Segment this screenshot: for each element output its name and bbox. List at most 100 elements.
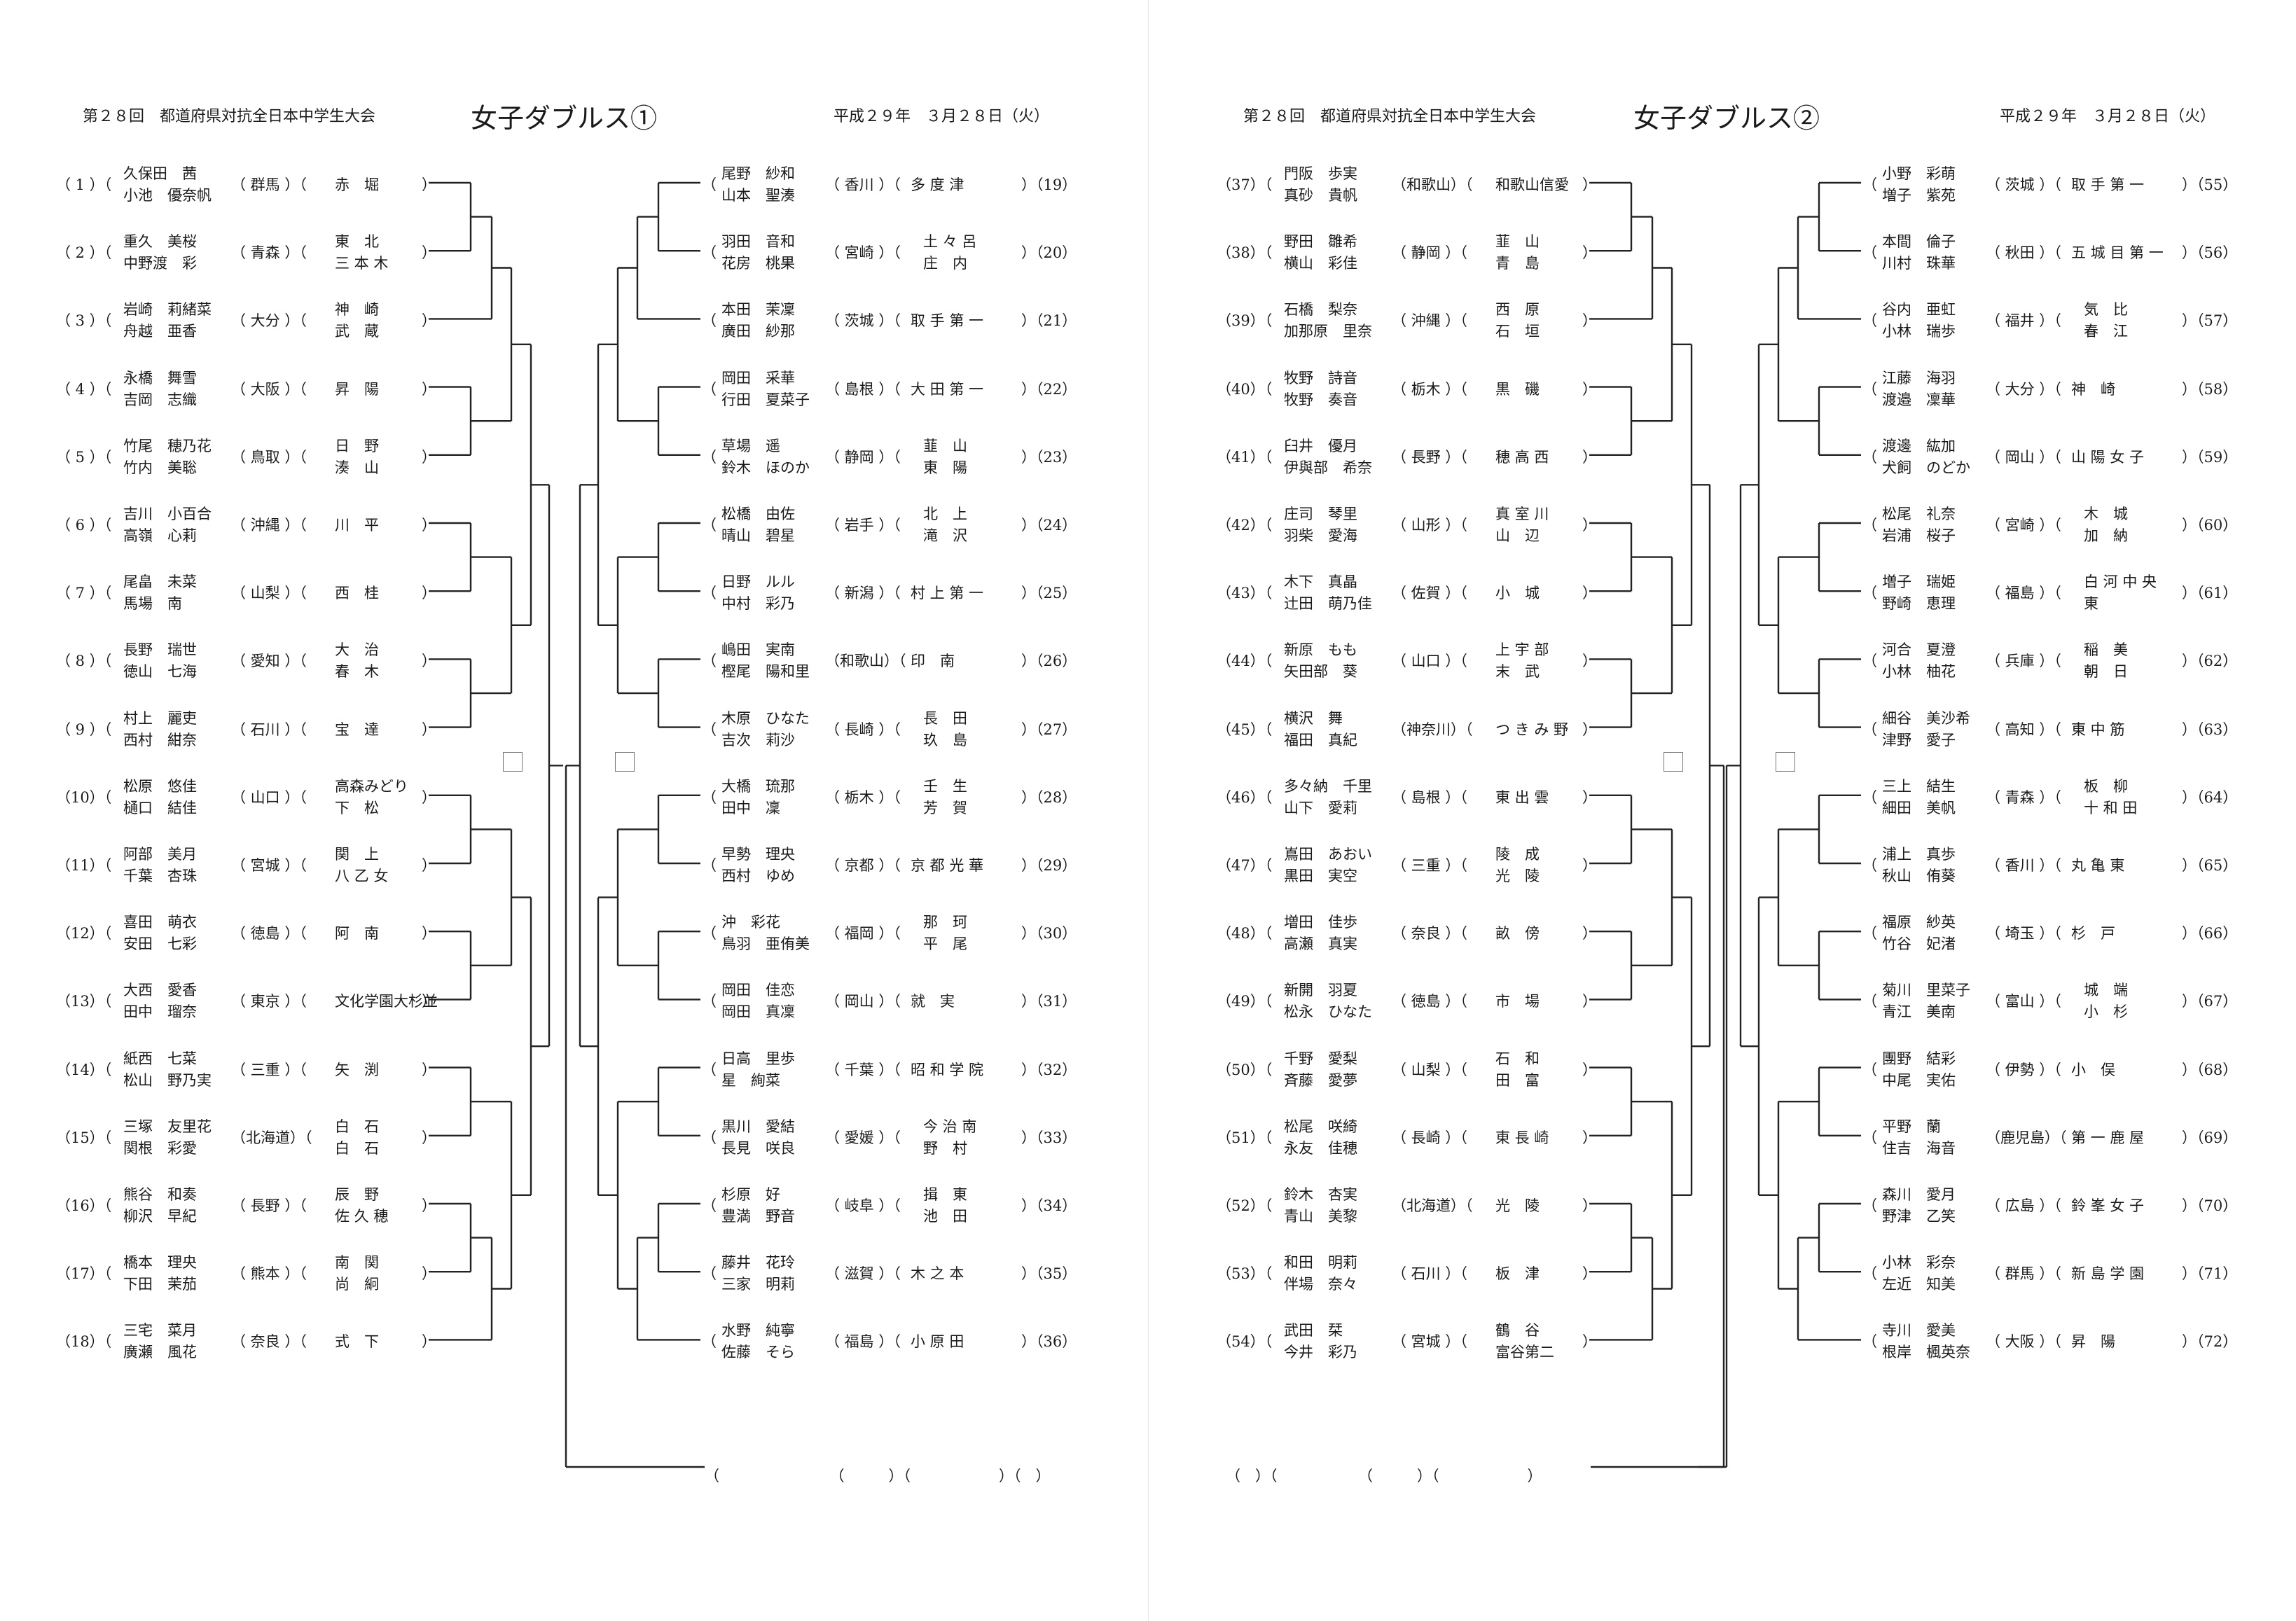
player-1: 小林 彩奈 bbox=[1882, 1254, 1956, 1272]
school-1: 辰 野 bbox=[335, 1186, 379, 1203]
entry-row: （増子 瑞姫野崎 恵理（ 福島 ）（白 河 中 央東）（61） bbox=[1149, 566, 2296, 622]
player-2: 竹内 美聡 bbox=[123, 459, 197, 476]
seed-number: ）（62） bbox=[2182, 653, 2238, 670]
prefecture: （ 三重 ）（ bbox=[1392, 857, 1467, 874]
entry-row: （ 1 ）（久保田 茜小池 優奈帆（ 群馬 ）（赤 堀） bbox=[0, 158, 560, 214]
entry-row: （森川 愛月野津 乙笑（ 広島 ）（鈴 峯 女 子）（70） bbox=[1149, 1178, 2296, 1234]
player-2: 野津 乙笑 bbox=[1882, 1208, 1956, 1225]
prefecture: （神奈川）（ bbox=[1392, 721, 1473, 738]
school-2: 東 bbox=[2084, 595, 2098, 613]
entry-row: （37）（門阪 歩実真砂 貴帆（和歌山）（和歌山信愛） bbox=[1149, 158, 1709, 214]
player-2: 鳥羽 亜侑美 bbox=[721, 935, 810, 953]
row-close: ） bbox=[422, 721, 436, 738]
seed-number: ）（67） bbox=[2182, 993, 2238, 1010]
school-2: 八 乙 女 bbox=[335, 868, 389, 884]
seed-number: （17）（ bbox=[56, 1265, 112, 1283]
prefecture: （ 高知 ）（ bbox=[1986, 721, 2061, 738]
seed-number: （42）（ bbox=[1217, 517, 1273, 534]
row-close: ） bbox=[422, 448, 436, 466]
seed-number: ）（19） bbox=[1021, 176, 1077, 193]
player-1: 早勢 理央 bbox=[721, 846, 795, 863]
player-1: 野田 雛希 bbox=[1284, 233, 1357, 251]
row-open: （ bbox=[1862, 176, 1877, 193]
row-close: ） bbox=[1582, 517, 1597, 534]
row-close: ） bbox=[422, 517, 436, 534]
entry-row: （渡邊 紘加犬飼 のどか（ 岡山 ）（山 陽 女 子）（59） bbox=[1149, 430, 2296, 486]
player-2: 犬飼 のどか bbox=[1882, 459, 1970, 476]
row-close: ） bbox=[422, 585, 436, 602]
row-open: （ bbox=[702, 244, 717, 262]
entry-row: （ 3 ）（岩崎 莉緒菜舟越 亜香（ 大分 ）（神 崎武 蔵） bbox=[0, 293, 560, 349]
entry-row: （51）（松尾 咲綺永友 佳穂（ 長崎 ）（東 長 崎） bbox=[1149, 1111, 1709, 1167]
seed-number: ）（69） bbox=[2182, 1129, 2238, 1146]
school: 阿 南 bbox=[335, 925, 379, 942]
school: 昭 和 学 院 bbox=[911, 1061, 984, 1078]
row-open: （ bbox=[1862, 1265, 1877, 1283]
school-2: 芳 賀 bbox=[923, 799, 967, 816]
seed-number: ）（68） bbox=[2182, 1061, 2238, 1078]
entry-row: （40）（牧野 詩音牧野 奏音（ 栃木 ）（黒 磯） bbox=[1149, 362, 1709, 418]
row-close: ） bbox=[1582, 1129, 1597, 1146]
prefecture: （ 福井 ）（ bbox=[1986, 312, 2061, 330]
row-open: （ bbox=[702, 1129, 717, 1146]
school-1: 東 北 bbox=[335, 233, 379, 251]
player-1: 嶋田 実南 bbox=[721, 641, 795, 659]
seed-number: （44）（ bbox=[1217, 653, 1273, 670]
player-2: 真砂 貴帆 bbox=[1284, 187, 1357, 204]
row-close: ） bbox=[1582, 1265, 1597, 1283]
row-open: （ bbox=[1862, 653, 1877, 670]
prefecture: （ 兵庫 ）（ bbox=[1986, 653, 2061, 670]
prefecture: （和歌山）（ bbox=[825, 653, 906, 670]
school: 文化学園大杉並 bbox=[335, 993, 438, 1010]
row-close: ） bbox=[1582, 1197, 1597, 1214]
prefecture: （ 香川 ）（ bbox=[1986, 857, 2061, 874]
player-2: 竹谷 妃渚 bbox=[1882, 935, 1956, 953]
player-1: 浦上 真歩 bbox=[1882, 846, 1956, 863]
row-open: （ bbox=[1862, 1061, 1877, 1078]
player-2: 矢田部 葵 bbox=[1284, 663, 1357, 681]
player-2: 樫尾 陽和里 bbox=[721, 663, 810, 681]
player-2: 岡田 真凜 bbox=[721, 1003, 795, 1021]
player-1: 吉川 小百合 bbox=[123, 506, 212, 522]
player-1: 横沢 舞 bbox=[1284, 709, 1343, 727]
entry-row: （羽田 音和花房 桃果（ 宮崎 ）（土 々 呂庄 内）（20） bbox=[0, 225, 1149, 281]
entry-row: （草場 遥鈴木 ほのか（ 静岡 ）（韮 山東 陽）（23） bbox=[0, 430, 1149, 486]
school-2: 野 村 bbox=[923, 1139, 967, 1157]
entry-row: （細谷 美沙希津野 愛子（ 高知 ）（東 中 筋）（63） bbox=[1149, 702, 2296, 758]
seed-number: ）（20） bbox=[1021, 244, 1077, 262]
school: 第 一 鹿 屋 bbox=[2071, 1129, 2145, 1146]
school: つ き み 野 bbox=[1495, 721, 1569, 738]
school-2: 朝 日 bbox=[2084, 663, 2128, 681]
school: 和歌山信愛 bbox=[1495, 176, 1569, 193]
school-2: 石 垣 bbox=[1495, 323, 1540, 340]
entry-row: （日高 里歩星 絢菜（ 千葉 ）（昭 和 学 院）（32） bbox=[0, 1043, 1149, 1099]
row-close: ） bbox=[422, 1061, 436, 1078]
player-1: 本田 茉凜 bbox=[721, 301, 795, 319]
row-close: ） bbox=[422, 1333, 436, 1351]
player-1: 三宅 菜月 bbox=[123, 1322, 197, 1340]
row-close: ） bbox=[422, 857, 436, 874]
prefecture: （ 長野 ）（ bbox=[1392, 448, 1467, 466]
prefecture: （ 秋田 ）（ bbox=[1986, 244, 2061, 262]
row-close: ） bbox=[1582, 1061, 1597, 1078]
row-open: （ bbox=[702, 1061, 717, 1078]
event-title: 女子ダブルス① bbox=[471, 103, 658, 134]
player-2: 小林 瑞歩 bbox=[1882, 323, 1956, 340]
entry-row: （12）（喜田 萌衣安田 七彩（ 徳島 ）（阿 南） bbox=[0, 906, 560, 962]
school: 川 平 bbox=[335, 517, 379, 534]
prefecture: （ 京都 ）（ bbox=[825, 857, 901, 874]
seed-number: （43）（ bbox=[1217, 585, 1273, 602]
prefecture: （ 長崎 ）（ bbox=[1392, 1129, 1467, 1146]
school: 神 崎 bbox=[2071, 380, 2115, 398]
player-2: 細田 美帆 bbox=[1882, 799, 1956, 816]
row-close: ） bbox=[1582, 585, 1597, 602]
school-2: 東 陽 bbox=[923, 459, 967, 476]
entry-row: （岡田 佳恋岡田 真凜（ 岡山 ）（就 実）（31） bbox=[0, 974, 1149, 1030]
entry-row: （54）（武田 栞今井 彩乃（ 宮城 ）（鶴 谷富谷第二） bbox=[1149, 1314, 1709, 1370]
player-1: 河合 夏澄 bbox=[1882, 641, 1956, 659]
school-2: 山 辺 bbox=[1495, 527, 1540, 544]
entry-row: （42）（庄司 琴里羽柴 愛海（ 山形 ）（真 室 川山 辺） bbox=[1149, 498, 1709, 554]
school-1: 関 上 bbox=[335, 846, 379, 863]
seed-number: （16）（ bbox=[56, 1197, 112, 1214]
entry-row: （水野 純寧佐藤 そら（ 福島 ）（小 原 田）（36） bbox=[0, 1314, 1149, 1370]
